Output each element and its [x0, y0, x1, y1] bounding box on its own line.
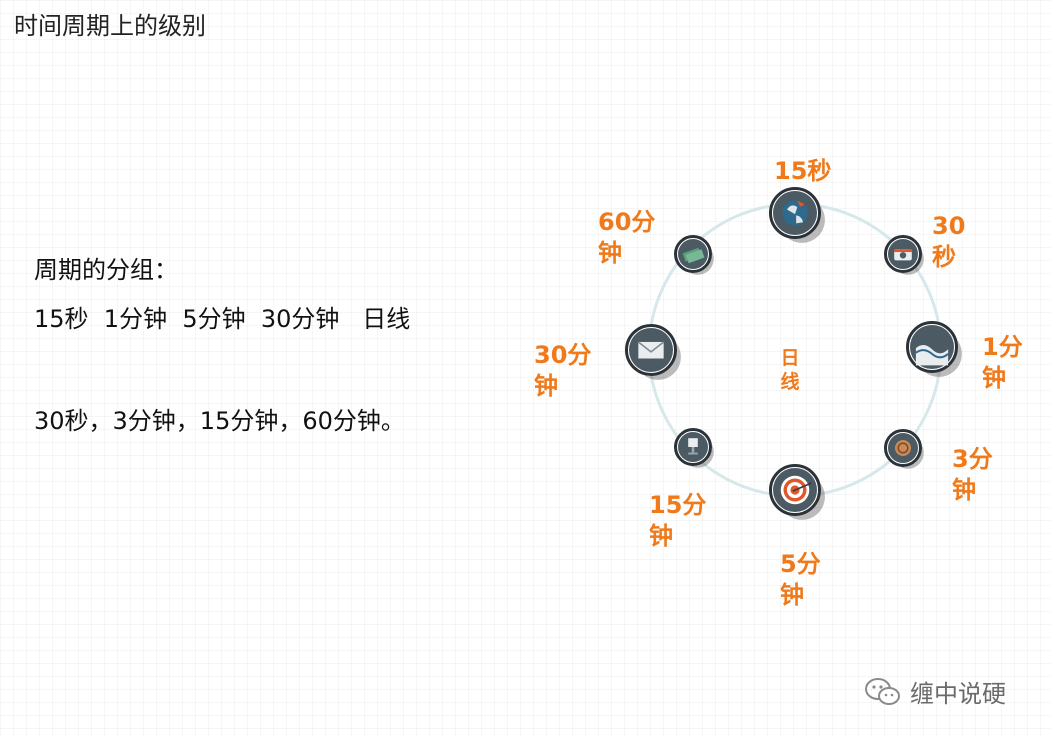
- money-icon: [682, 247, 705, 264]
- node-label-1: 15秒: [774, 156, 831, 187]
- group-heading: 周期的分组：: [34, 256, 178, 284]
- node-label-6: 15分钟: [649, 490, 706, 552]
- globe-icon: [782, 200, 808, 226]
- group-b-text: 30秒，3分钟，15分钟，60分钟。: [34, 407, 405, 435]
- wechat-icon: [865, 677, 900, 705]
- mail-icon: [637, 341, 665, 359]
- node-label-2-line-2: 秒: [932, 243, 956, 271]
- node-label-7-line-2: 钟: [534, 372, 558, 400]
- page-title: 时间周期上的级别: [14, 12, 206, 40]
- node-label-8-line-2: 钟: [598, 239, 622, 267]
- center-label-line-1: 日: [780, 347, 800, 369]
- lamp-icon: [688, 438, 698, 455]
- node-label-5: 5分钟: [780, 549, 821, 611]
- center-label: 日 线: [779, 346, 801, 394]
- node-label-6-line-1: 15分: [649, 491, 707, 519]
- node-label-4: 3分钟: [952, 444, 993, 506]
- node-label-8: 60分钟: [598, 207, 655, 269]
- node-label-4-line-1: 3分: [952, 445, 993, 473]
- node-label-6-line-2: 钟: [649, 522, 673, 550]
- cycle-ring-svg: [625, 187, 962, 520]
- node-label-3: 1分钟: [982, 332, 1023, 394]
- node-globe-icon: [769, 187, 825, 243]
- node-label-3-line-2: 钟: [982, 364, 1006, 392]
- node-label-4-line-2: 钟: [952, 476, 976, 504]
- coin-icon: [895, 440, 911, 456]
- node-label-3-line-1: 1分: [982, 333, 1023, 361]
- watermark: 缠中说硬: [864, 674, 1006, 709]
- wave-icon: [915, 344, 949, 366]
- node-wave-icon: [906, 321, 962, 377]
- node-target-icon: [769, 464, 825, 520]
- group-a-text: 15秒 1分钟 5分钟 30分钟 日线: [34, 305, 411, 333]
- node-money-icon: [674, 235, 714, 275]
- node-lamp-icon: [674, 428, 714, 468]
- node-mail-icon: [625, 324, 681, 380]
- node-label-5-line-1: 5分: [780, 550, 821, 578]
- watermark-text: 缠中说硬: [910, 680, 1006, 708]
- node-label-8-line-1: 60分: [598, 208, 656, 236]
- node-label-7-line-1: 30分: [534, 341, 592, 369]
- center-label-line-2: 线: [780, 371, 800, 393]
- target-icon: [780, 475, 812, 505]
- node-camera-icon: [884, 235, 924, 275]
- camera-icon: [894, 249, 912, 261]
- node-label-2: 30 秒: [932, 211, 965, 273]
- node-label-2-line-1: 30: [932, 212, 966, 240]
- node-label-7: 30分钟: [534, 340, 591, 402]
- node-label-1-line-1: 15秒: [774, 157, 832, 185]
- node-coin-icon: [884, 429, 924, 469]
- node-label-5-line-2: 钟: [780, 581, 804, 609]
